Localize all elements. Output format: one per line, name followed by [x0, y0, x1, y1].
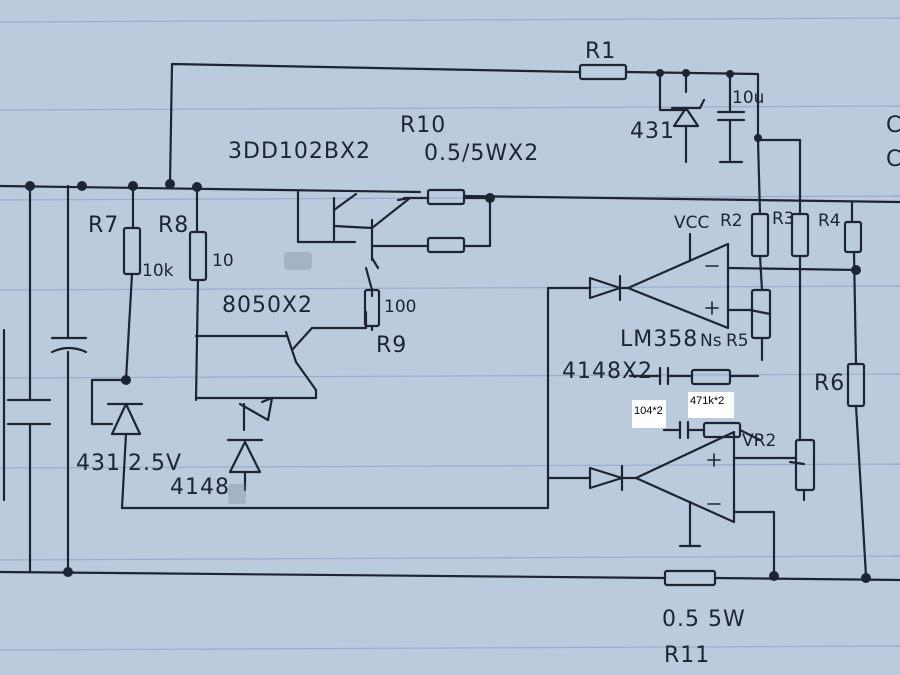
junction: [754, 134, 762, 142]
zener-431-top: [658, 70, 706, 164]
ns-label: Ns: [700, 331, 722, 351]
r10-label: R10: [400, 113, 446, 138]
cap-note-box: [632, 400, 666, 428]
zener-431-left: [90, 375, 144, 510]
capacitor-10u: [716, 72, 746, 164]
r3-resistor: [790, 212, 810, 442]
r9-resistor: [363, 288, 381, 332]
diode-left-label: 4148: [170, 475, 230, 500]
zener-top-label: 431: [630, 119, 675, 144]
r11-value: 0.5 5W: [662, 607, 746, 632]
junction: [851, 265, 861, 275]
diode-4148-left: [226, 438, 264, 504]
r2-resistor: [750, 138, 770, 292]
opamp-lower: [634, 430, 798, 578]
res-note: 471k*2: [690, 395, 724, 407]
vr2-potentiometer: [788, 438, 816, 502]
compensation-network: [628, 366, 762, 442]
r11-label: R11: [664, 643, 710, 668]
r10-value: 0.5/5WX2: [424, 141, 539, 166]
vcc-label: VCC: [674, 213, 709, 233]
r9-value: 100: [384, 297, 416, 317]
junction: [682, 69, 690, 77]
diode-lower: [588, 464, 638, 492]
cap-top-label: 10u: [732, 88, 764, 108]
vr2-label: VR2: [742, 431, 776, 451]
junction: [485, 193, 495, 203]
junction: [63, 567, 73, 577]
zener-left-label: 431: [76, 451, 121, 476]
driver-pair-label: 8050X2: [222, 293, 313, 318]
res-note-box: [688, 392, 734, 418]
r2-label: R2: [720, 211, 743, 231]
left-input-capacitors: [2, 184, 88, 574]
ref-voltage-label: 2.5V: [128, 451, 182, 476]
diode-upper: [588, 274, 630, 302]
r10-emitter-resistors: [402, 188, 492, 254]
r7-value: 10k: [142, 261, 174, 281]
ruled-lines: [0, 17, 900, 651]
transistor-pair-label: 3DD102BX2: [228, 139, 371, 164]
r7-label: R7: [88, 213, 119, 238]
junction: [25, 181, 35, 191]
r6-label: R6: [814, 371, 845, 396]
r6-resistor: [846, 362, 868, 578]
junction: [656, 69, 664, 77]
junction: [769, 571, 779, 581]
r1-label: R1: [585, 39, 616, 64]
r8-label: R8: [158, 213, 189, 238]
r5-label: R5: [726, 331, 749, 351]
cap-note: 104*2: [634, 405, 663, 417]
opamp-upper: [626, 232, 860, 330]
r8-value: 10: [212, 251, 234, 271]
junction: [726, 70, 734, 78]
r7-resistor-branch: [122, 184, 142, 382]
r9-label: R9: [376, 333, 407, 358]
r5-trimmer: [748, 288, 772, 362]
edge-char-2: C: [886, 147, 900, 172]
power-rail-top: [0, 184, 900, 204]
reference-wire: [120, 286, 592, 510]
junction: [128, 181, 138, 191]
r3-label: R3: [772, 209, 795, 229]
junction: [77, 181, 87, 191]
junction: [861, 573, 871, 583]
diodes-label: 4148X2: [562, 359, 653, 384]
r11-sense-resistor: [663, 569, 717, 587]
edge-char-1: C: [886, 113, 900, 138]
r4-label: R4: [818, 211, 841, 231]
opamp-label: LM358: [620, 327, 698, 352]
r8-resistor-branch: [165, 179, 208, 402]
